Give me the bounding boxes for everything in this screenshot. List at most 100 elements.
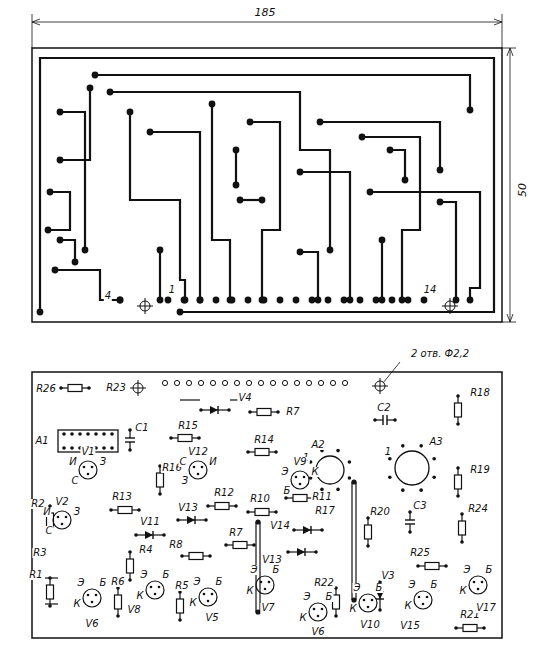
- ic-pin: [419, 444, 423, 448]
- part-label: V9: [292, 457, 307, 467]
- solder-pad: [327, 247, 334, 254]
- part-label: V1: [80, 447, 95, 457]
- pin-letter: И: [208, 457, 217, 467]
- connector-pins: [162, 380, 347, 385]
- chip-pin: [70, 432, 74, 436]
- pin-letter: С: [179, 457, 188, 467]
- solder-pad: [347, 297, 354, 304]
- part-label: 1: [168, 285, 176, 295]
- part-label: C1: [134, 423, 149, 433]
- solder-pad: [245, 297, 252, 304]
- ic-can: [316, 456, 344, 484]
- solder-pad: [367, 189, 374, 196]
- part-label: R26: [35, 384, 57, 394]
- solder-pad: [117, 297, 124, 304]
- solder-pad: [177, 309, 184, 316]
- ic-pin: [348, 476, 352, 480]
- solder-pad: [261, 297, 268, 304]
- part-label: V13: [261, 555, 283, 565]
- pin-letter: Б: [283, 486, 292, 496]
- part-label: R24: [467, 504, 489, 514]
- solder-pad: [213, 297, 220, 304]
- connector-pin: [198, 380, 203, 385]
- connector-pin: [186, 380, 191, 385]
- solder-pad: [317, 119, 324, 126]
- ic-pin: [320, 488, 324, 492]
- pin-letter: К: [188, 598, 197, 608]
- part-label: R10: [249, 494, 271, 504]
- solder-pad: [379, 237, 386, 244]
- solder-pad: [181, 297, 188, 304]
- part-label: R19: [469, 465, 491, 475]
- pin-letter: К: [245, 586, 254, 596]
- connector-pin: [282, 380, 287, 385]
- part-label: V2: [54, 497, 69, 507]
- solder-pad: [437, 167, 444, 174]
- pin-letter: Б: [485, 565, 494, 575]
- dimension-lines: [32, 14, 516, 322]
- pin-letter: К: [403, 601, 412, 611]
- part-label: V13: [177, 503, 199, 513]
- connector-pin: [294, 380, 299, 385]
- solder-pad: [117, 297, 124, 304]
- pin-letter: И: [42, 507, 51, 517]
- ic-pin: [348, 460, 352, 464]
- solder-pad: [45, 227, 52, 234]
- connector-pin: [270, 380, 275, 385]
- solder-pad: [297, 249, 304, 256]
- copper-traces: [40, 58, 494, 312]
- pin-letter: Б: [375, 583, 384, 593]
- pin-letter: И: [68, 457, 77, 467]
- solder-pad: [57, 109, 64, 116]
- pin-letter: Б: [325, 592, 334, 602]
- pin-letter: К: [72, 599, 81, 609]
- part-label: C2: [376, 403, 391, 413]
- solder-pad: [52, 267, 59, 274]
- solder-pad: [237, 197, 244, 204]
- ic-pin: [388, 475, 392, 479]
- solder-pad: [82, 247, 89, 254]
- part-label: R11: [311, 492, 333, 502]
- solder-pad: [127, 109, 134, 116]
- pin-letter: З: [73, 507, 81, 517]
- part-label: R20: [369, 507, 391, 517]
- solder-pad: [373, 297, 380, 304]
- part-label: 2 отв. Ф2,2: [410, 349, 470, 359]
- part-label: R4: [138, 545, 153, 555]
- connector-pin: [306, 380, 311, 385]
- ic-pin: [336, 488, 340, 492]
- solder-pad: [47, 189, 54, 196]
- solder-pad: [357, 297, 364, 304]
- ic-pin: [388, 457, 392, 461]
- board-outline: [32, 48, 502, 322]
- part-label: R1: [28, 570, 43, 580]
- dimension-label: 50: [517, 182, 528, 198]
- solder-pad: [57, 157, 64, 164]
- pin-letter: Э: [250, 565, 259, 575]
- ic-can: [395, 451, 429, 485]
- connector-pin: [210, 380, 215, 385]
- part-label: V6: [84, 619, 99, 629]
- solder-pad: [165, 297, 172, 304]
- pin-letter: К: [458, 586, 467, 596]
- part-label: R6: [110, 577, 125, 587]
- ic-pin: [432, 475, 436, 479]
- connector-pin: [174, 380, 179, 385]
- solder-pad: [197, 297, 204, 304]
- solder-pads: [37, 72, 474, 316]
- part-label: A3: [428, 437, 443, 447]
- part-label: V4: [237, 393, 252, 403]
- connector-pin: [342, 380, 347, 385]
- pin-letter: Э: [281, 467, 290, 477]
- ic-pin: [336, 449, 340, 453]
- part-label: R15: [177, 421, 199, 431]
- part-label: C3: [412, 501, 427, 511]
- solder-pad: [402, 177, 409, 184]
- solder-pad: [147, 129, 154, 136]
- connector-pin: [162, 380, 167, 385]
- ic-pin: [401, 488, 405, 492]
- part-label: A2: [310, 440, 325, 450]
- solder-pad: [341, 297, 348, 304]
- pin-letter: Э: [193, 577, 202, 587]
